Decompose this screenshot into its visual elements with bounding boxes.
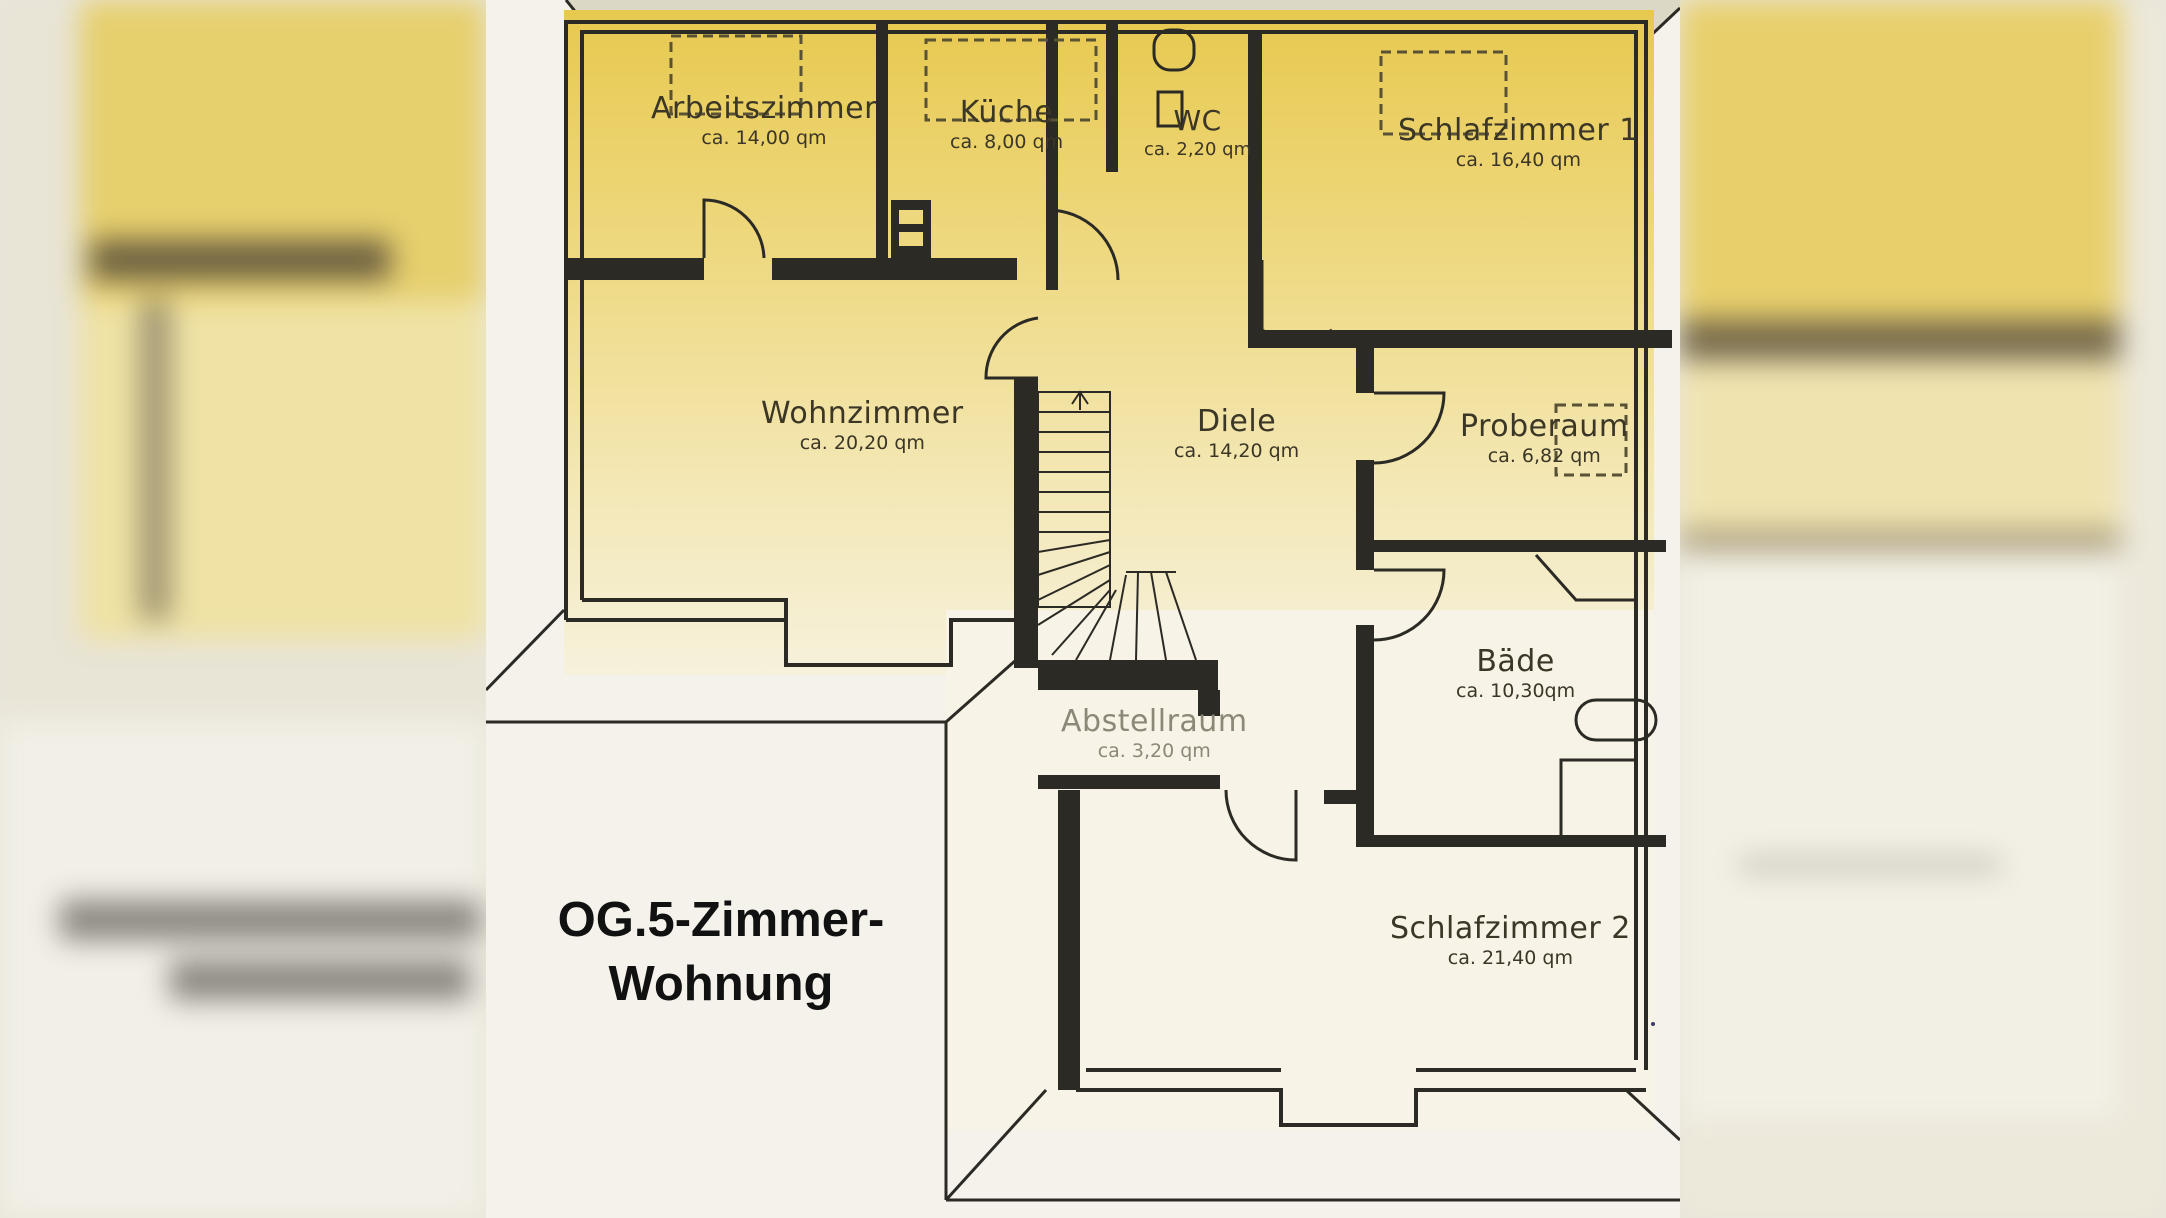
- floor-plan-caption: OG.5-Zimmer- Wohnung: [496, 888, 946, 1016]
- caption-line-1: OG.5-Zimmer-: [557, 893, 885, 947]
- blurred-background-right-art: [1680, 0, 2166, 1218]
- blurred-background-right: [1680, 0, 2166, 1218]
- room-area: ca. 3,20 qm: [1097, 740, 1211, 762]
- room-label-wc: WC ca. 2,20 qm: [1144, 104, 1251, 162]
- blurred-background-left: [0, 0, 486, 1218]
- room-name: Abstellraum: [1061, 704, 1248, 739]
- room-name: Küche: [959, 95, 1054, 130]
- room-name: Schlafzimmer 1: [1398, 113, 1639, 148]
- room-name: Wohnzimmer: [761, 396, 964, 431]
- room-area: ca. 10,30qm: [1456, 680, 1576, 702]
- room-area: ca. 21,40 qm: [1447, 947, 1573, 969]
- room-label-schlafzimmer-2: Schlafzimmer 2 ca. 21,40 qm: [1390, 912, 1631, 970]
- room-name: Diele: [1196, 404, 1277, 439]
- room-area: ca. 16,40 qm: [1455, 149, 1581, 171]
- room-label-arbeitszimmer: Arbeitszimmer ca. 14,00 qm: [651, 92, 877, 150]
- room-area: ca. 20,20 qm: [799, 432, 925, 454]
- room-area: ca. 2,20 qm: [1144, 139, 1252, 160]
- floor-plan-photo: Arbeitszimmer ca. 14,00 qm Küche ca. 8,0…: [486, 0, 1680, 1218]
- room-name: Proberaum: [1460, 409, 1629, 444]
- room-area: ca. 14,20 qm: [1174, 440, 1300, 462]
- room-label-kueche: Küche ca. 8,00 qm: [950, 96, 1063, 154]
- caption-line-2: Wohnung: [608, 957, 834, 1011]
- room-name: WC: [1173, 104, 1222, 137]
- room-label-abstellraum: Abstellraum ca. 3,20 qm: [1061, 705, 1248, 763]
- blurred-background-left-art: [0, 0, 486, 1218]
- room-label-wohnzimmer: Wohnzimmer ca. 20,20 qm: [761, 397, 964, 455]
- room-name: Arbeitszimmer: [651, 91, 877, 126]
- room-label-diele: Diele ca. 14,20 qm: [1174, 405, 1299, 463]
- room-area: ca. 6,82 qm: [1487, 445, 1601, 467]
- room-name: Schlafzimmer 2: [1390, 911, 1631, 946]
- room-label-schlafzimmer-1: Schlafzimmer 1 ca. 16,40 qm: [1398, 114, 1639, 172]
- room-label-proberaum: Proberaum ca. 6,82 qm: [1460, 410, 1629, 468]
- room-area: ca. 14,00 qm: [701, 127, 827, 149]
- room-area: ca. 8,00 qm: [950, 131, 1064, 153]
- room-label-baede: Bäde ca. 10,30qm: [1456, 645, 1575, 703]
- floor-plan-drawing: [486, 0, 1680, 1218]
- room-name: Bäde: [1476, 644, 1555, 679]
